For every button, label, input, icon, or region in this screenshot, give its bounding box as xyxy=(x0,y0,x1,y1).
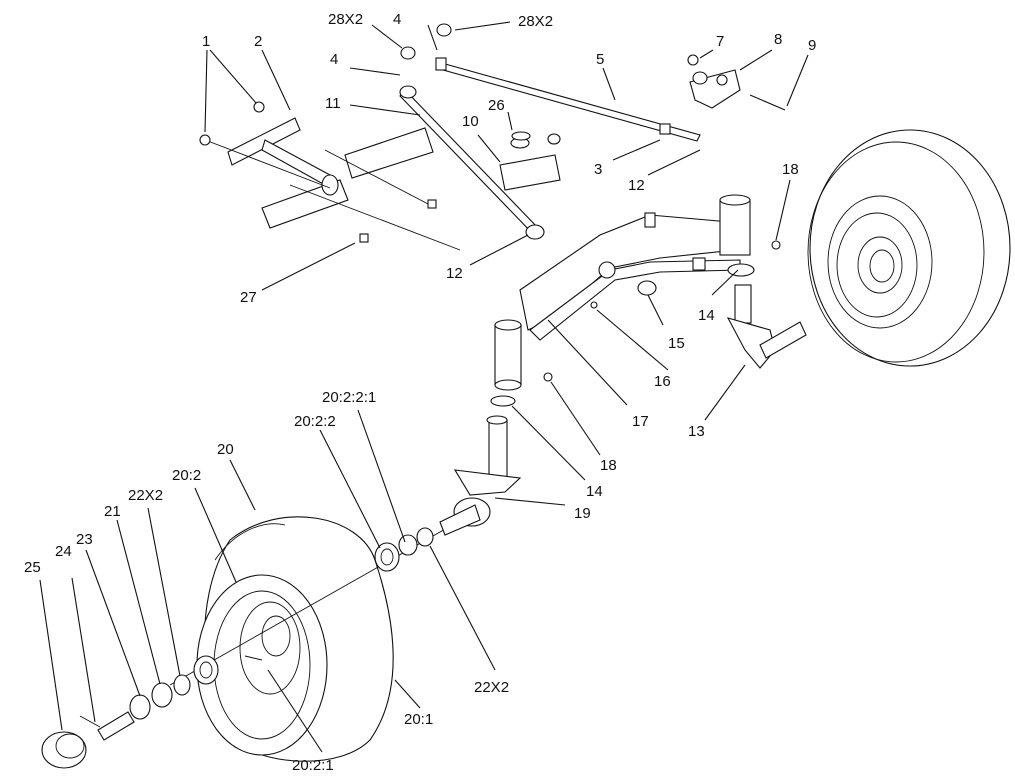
label-2: 2 xyxy=(254,33,262,50)
label-23: 23 xyxy=(76,531,93,548)
label-14-left: 14 xyxy=(586,483,603,500)
label-7: 7 xyxy=(716,33,724,50)
label-9: 9 xyxy=(808,37,816,54)
mounting-bracket xyxy=(199,117,461,251)
left-knuckle-column xyxy=(494,319,522,391)
label-10: 10 xyxy=(462,113,479,130)
leader-lines xyxy=(39,21,809,753)
label-1: 1 xyxy=(202,33,210,50)
left-wheel xyxy=(196,516,394,762)
label-18-left: 18 xyxy=(600,457,617,474)
label-20-1: 20:1 xyxy=(404,711,433,728)
right-knuckle-column xyxy=(719,194,751,256)
callout-labels: 1 2 28X2 4 28X2 4 11 26 10 5 7 8 9 3 12 … xyxy=(24,11,816,774)
right-spindle xyxy=(726,264,807,369)
label-3: 3 xyxy=(594,161,602,178)
label-12-left: 12 xyxy=(446,265,463,282)
left-spindle xyxy=(439,415,522,536)
label-20-2-2-1: 20:2:2:1 xyxy=(322,389,376,406)
drag-link xyxy=(399,85,545,240)
label-12-right: 12 xyxy=(628,177,645,194)
left-spindle-bearings xyxy=(374,527,434,572)
tie-rod xyxy=(435,57,701,142)
label-28x2-left: 28X2 xyxy=(328,11,363,28)
label-20-2-1: 20:2:1 xyxy=(292,757,334,774)
steering-clamp xyxy=(499,137,561,191)
label-20-2-2: 20:2:2 xyxy=(294,413,336,430)
hub-parts xyxy=(41,655,219,769)
label-19: 19 xyxy=(574,505,591,522)
label-8: 8 xyxy=(774,31,782,48)
label-14-right: 14 xyxy=(698,307,715,324)
label-24: 24 xyxy=(55,543,72,560)
label-20: 20 xyxy=(217,441,234,458)
label-18-right: 18 xyxy=(782,161,799,178)
label-20-2: 20:2 xyxy=(172,467,201,484)
label-22x2-left: 22X2 xyxy=(128,487,163,504)
label-15: 15 xyxy=(668,335,685,352)
label-27: 27 xyxy=(240,289,257,306)
label-21: 21 xyxy=(104,503,121,520)
label-28x2-right: 28X2 xyxy=(518,13,553,30)
label-17: 17 xyxy=(632,413,649,430)
label-16: 16 xyxy=(654,373,671,390)
label-22x2-right: 22X2 xyxy=(474,679,509,696)
label-4-left: 4 xyxy=(330,51,338,68)
label-11: 11 xyxy=(325,95,341,112)
label-5: 5 xyxy=(596,51,604,68)
right-wheel xyxy=(807,129,1011,367)
label-4-top: 4 xyxy=(393,11,401,28)
label-26: 26 xyxy=(488,97,505,114)
label-13: 13 xyxy=(688,423,705,440)
label-25: 25 xyxy=(24,559,41,576)
